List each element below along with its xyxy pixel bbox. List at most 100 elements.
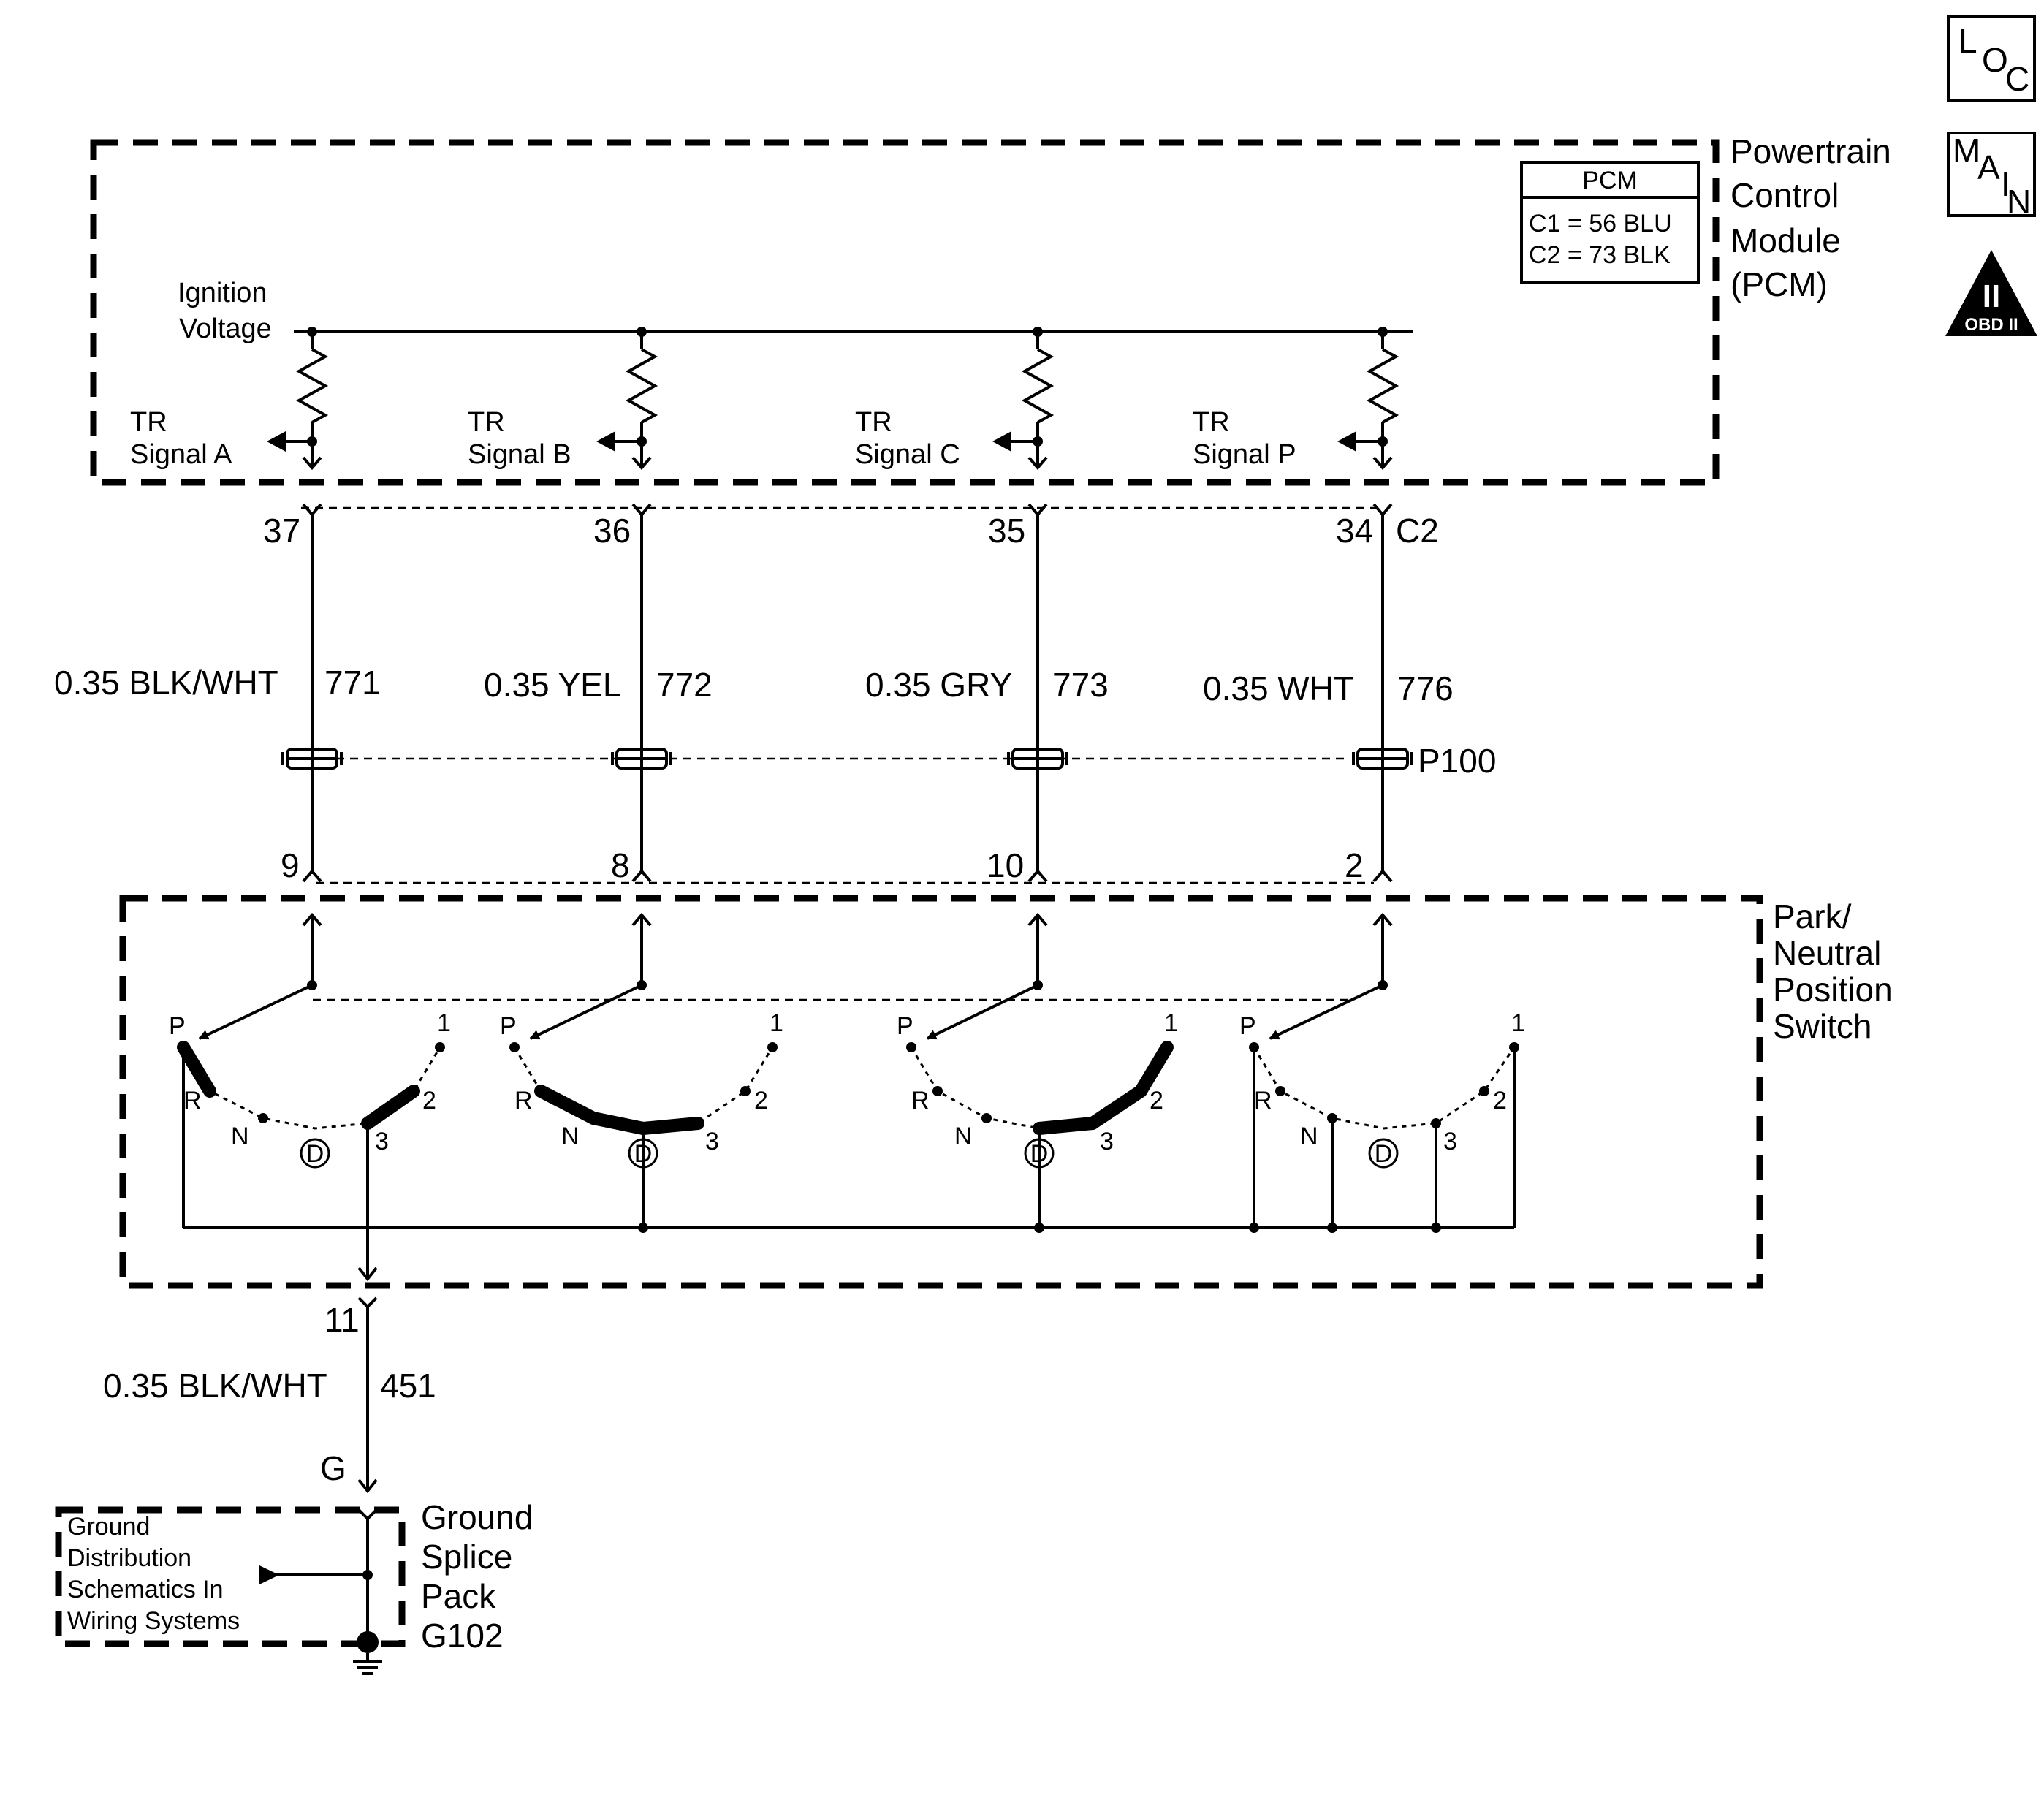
switch-arc <box>182 1047 441 1130</box>
connector-pin-icon <box>357 1296 378 1309</box>
contact-point <box>1479 1086 1489 1096</box>
ground-ref-line: Wiring Systems <box>67 1607 240 1635</box>
ground-node <box>357 1631 379 1653</box>
up-arrow-icon <box>1027 912 1048 927</box>
position-label: 1 <box>770 1009 783 1037</box>
ground-terminal-label: G <box>320 1449 346 1487</box>
ground-splice-line: Pack <box>421 1577 496 1615</box>
down-arrow-icon <box>357 1478 378 1494</box>
down-arrow-icon <box>1372 456 1393 471</box>
contact-point <box>509 1042 520 1052</box>
position-label: 1 <box>1511 1009 1525 1037</box>
contact-point <box>693 1118 703 1128</box>
wire-color-label: 0.35 WHT <box>1203 669 1354 707</box>
circuit-number: 776 <box>1397 669 1454 707</box>
ground-ref-line: Ground <box>67 1513 150 1541</box>
connector-pin-icon <box>631 503 652 517</box>
main-icon[interactable]: M A I N <box>1947 132 2036 221</box>
contact-point <box>409 1086 419 1096</box>
input-arrow-icon <box>992 431 1011 452</box>
position-label: R <box>911 1087 930 1115</box>
position-label: 2 <box>754 1087 768 1115</box>
drive-indicator-icon <box>1368 1138 1399 1169</box>
contact-point <box>435 1042 445 1052</box>
position-label: R <box>514 1087 533 1115</box>
position-label: 2 <box>422 1087 436 1115</box>
ground-splice-line: Splice <box>421 1538 512 1576</box>
ground-wire-color: 0.35 BLK/WHT <box>103 1367 327 1405</box>
circuit-number: 771 <box>324 664 381 702</box>
wiper-arrow-icon <box>1269 984 1383 1040</box>
switch-pin-number: 8 <box>611 846 630 884</box>
pcm-pin-number: 34 <box>1336 512 1373 550</box>
position-label: 2 <box>1493 1087 1507 1115</box>
ground-ref-line: Distribution <box>67 1544 191 1572</box>
signal-label: Signal B <box>468 439 571 470</box>
contact-segment <box>1033 1117 1099 1135</box>
pcm-connector-box: PCM C1 = 56 BLU C2 = 73 BLK <box>1520 161 1700 284</box>
switch-arc <box>1253 1047 1516 1130</box>
connector-pin-icon <box>357 1508 378 1521</box>
contact-point <box>536 1086 546 1096</box>
ignition-label: Ignition <box>178 278 267 308</box>
loc-icon[interactable]: L O C <box>1947 15 2036 102</box>
position-label: P <box>500 1012 517 1040</box>
resistor-icon <box>625 348 658 424</box>
obd-ii-icon[interactable]: II OBD II <box>1945 250 2037 336</box>
ground-splice-title: Ground Splice Pack G102 <box>421 1498 533 1655</box>
down-arrow-icon <box>357 1267 378 1282</box>
pcm-box-line: C1 = 56 BLU <box>1529 210 1672 238</box>
circuit-number: 773 <box>1052 666 1109 704</box>
up-arrow-icon <box>302 912 322 927</box>
resistor-icon <box>1021 348 1055 424</box>
contact-point <box>588 1113 599 1123</box>
contact-point <box>981 1113 992 1123</box>
down-arrow-icon <box>302 456 322 471</box>
inline-connector-label: P100 <box>1418 742 1496 780</box>
down-arrow-icon <box>631 456 652 471</box>
pcm-pin-number: 37 <box>263 512 300 550</box>
ground-ref-line: Schematics In <box>67 1576 224 1603</box>
position-label: P <box>897 1012 913 1040</box>
switch-arc <box>513 1047 774 1130</box>
up-arrow-icon <box>631 912 652 927</box>
main-letter-n: N <box>2007 183 2031 221</box>
position-label: N <box>231 1123 249 1150</box>
ground-splice-line: Ground <box>421 1498 533 1536</box>
connector-pin-icon <box>1372 868 1393 883</box>
contact-segment <box>637 1117 704 1135</box>
position-label: P <box>1239 1012 1256 1040</box>
ground-splice-line: G102 <box>421 1617 504 1655</box>
signal-label: TR <box>130 407 167 438</box>
obd-numeral: II <box>1983 278 2000 314</box>
circuit-number: 772 <box>656 666 713 704</box>
switch-title: Park/ Neutral Position Switch <box>1773 897 1893 1045</box>
position-label: N <box>954 1123 973 1150</box>
contact-segment <box>534 1085 600 1125</box>
pcm-title-line: (PCM) <box>1730 265 1828 303</box>
position-label: 1 <box>1164 1009 1178 1037</box>
contact-point <box>767 1042 778 1052</box>
signal-label: TR <box>855 407 892 438</box>
switch-boundary <box>119 895 1763 1289</box>
contact-segment <box>1086 1085 1147 1130</box>
wiper-arrow-icon <box>529 984 642 1040</box>
connector-pin-icon <box>302 503 322 517</box>
contact-point <box>1275 1086 1285 1096</box>
main-letter-a: A <box>1977 148 2000 186</box>
position-label: N <box>1300 1123 1318 1150</box>
contact-point <box>906 1042 916 1052</box>
position-label: 3 <box>1443 1128 1457 1155</box>
up-arrow-icon <box>1372 912 1393 927</box>
input-arrow-icon <box>596 431 615 452</box>
contact-segment <box>1134 1041 1174 1098</box>
switch-pin-number: 9 <box>281 846 300 884</box>
switch-title-line: Position <box>1773 971 1893 1009</box>
position-label: 2 <box>1150 1087 1163 1115</box>
switch-pin-number: 10 <box>987 846 1024 884</box>
wire-color-label: 0.35 BLK/WHT <box>54 664 278 702</box>
